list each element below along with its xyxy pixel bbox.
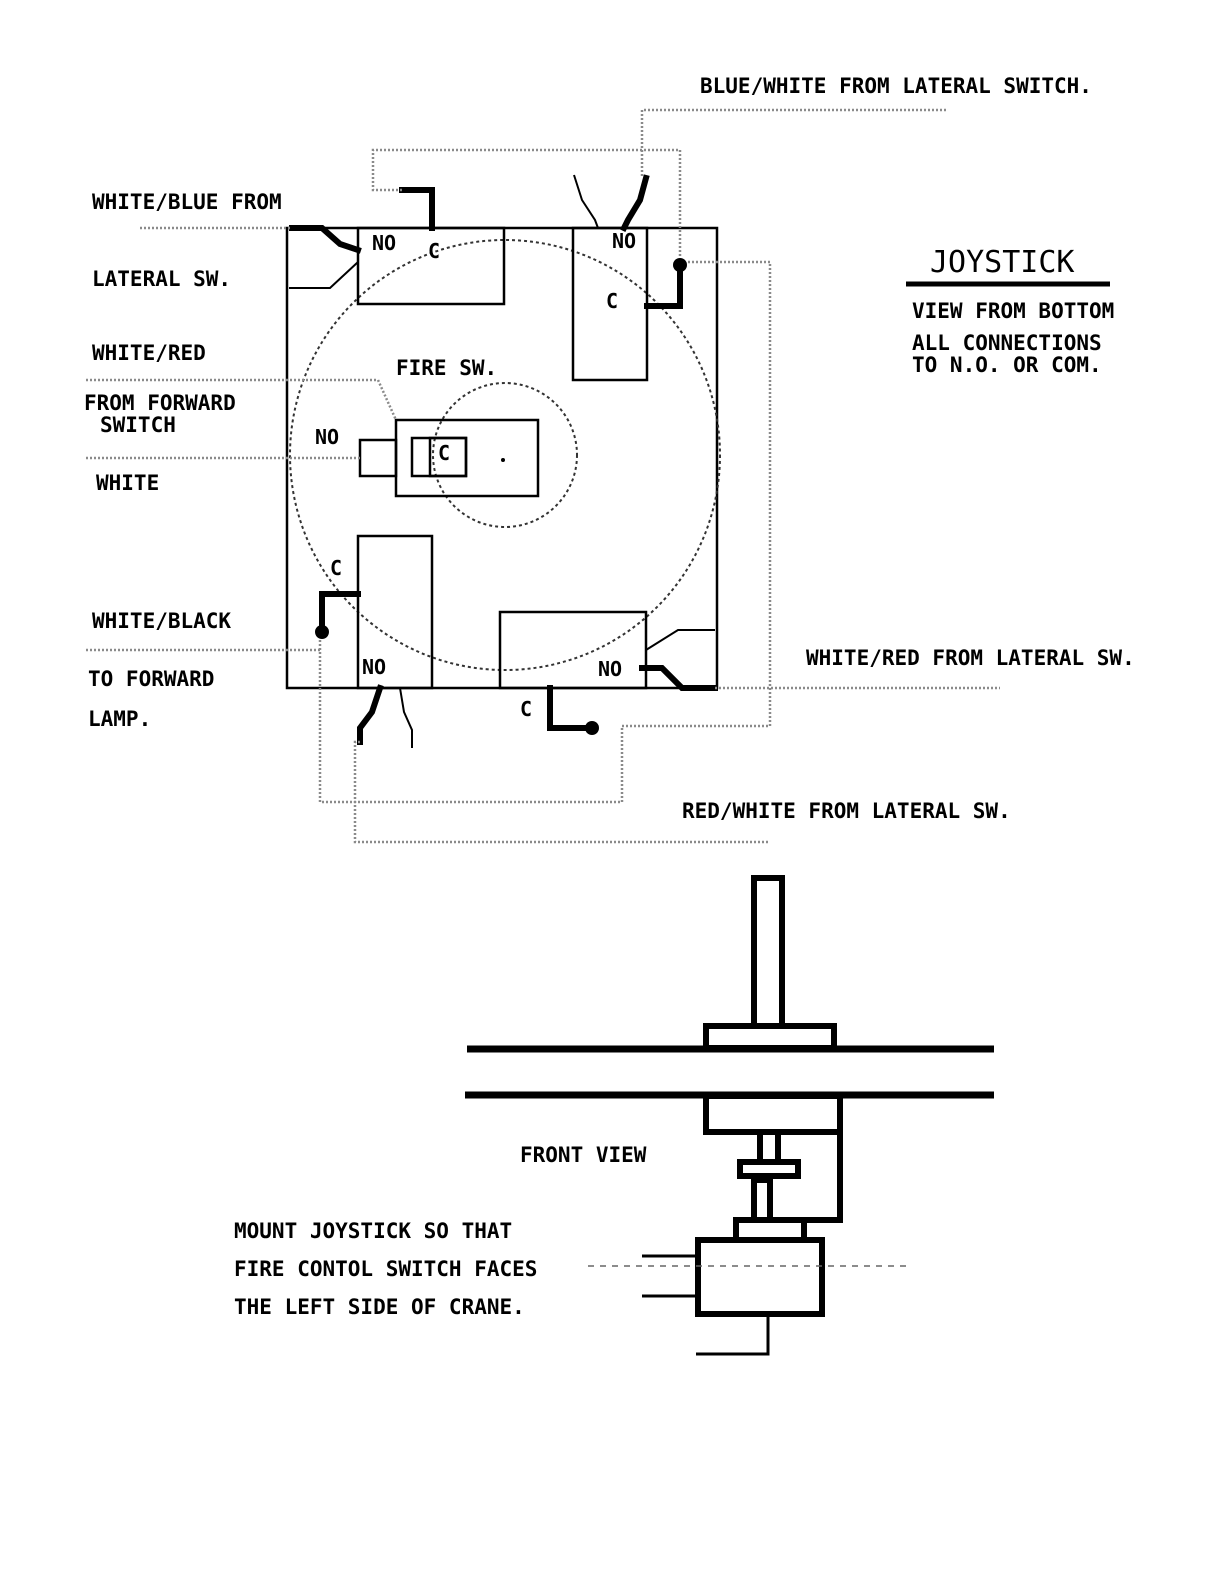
mount-note-2: FIRE CONTOL SWITCH FACES <box>234 1257 537 1281</box>
pin-c-fire: C <box>438 441 450 465</box>
mount-note-1: MOUNT JOYSTICK SO THAT <box>234 1219 512 1243</box>
label-white-blue-1: WHITE/BLUE FROM <box>92 190 282 214</box>
label-to-forward-2: LAMP. <box>88 707 151 731</box>
switch-top-left: NO C <box>289 187 506 306</box>
pin-no-bottom-left: NO <box>362 655 386 679</box>
stem-washer <box>737 1159 801 1179</box>
label-to-forward-1: TO FORWARD <box>88 667 214 691</box>
pin-no-top-right: NO <box>612 229 636 253</box>
stem-upper <box>757 1129 781 1165</box>
front-view: FRONT VIEW MOUNT JOYSTICK SO THAT FIRE C… <box>234 875 994 1356</box>
pin-c-bottom-right: C <box>520 697 532 721</box>
legend-title: JOYSTICK <box>930 245 1075 280</box>
fire-switch-circle <box>432 382 578 528</box>
label-fire-sw: FIRE SW. <box>396 356 497 380</box>
label-white-red-lateral: WHITE/RED FROM LATERAL SW. <box>806 646 1135 670</box>
fire-control-switch <box>695 1237 825 1317</box>
label-red-white-lateral: RED/WHITE FROM LATERAL SW. <box>682 799 1011 823</box>
label-white-red-3: SWITCH <box>100 413 176 437</box>
label-white-red-1: WHITE/RED <box>92 341 206 365</box>
joystick-base-circle <box>289 239 721 671</box>
upper-collar <box>703 1023 837 1051</box>
legend: JOYSTICK VIEW FROM BOTTOM ALL CONNECTION… <box>906 245 1114 377</box>
mount-note-3: THE LEFT SIDE OF CRANE. <box>234 1295 525 1319</box>
label-white-black: WHITE/BLACK <box>92 609 231 633</box>
pin-no-bottom-right: NO <box>598 657 622 681</box>
pin-no-top-left: NO <box>372 231 396 255</box>
lower-mount <box>703 1093 843 1135</box>
fire-switch: NO C <box>315 418 540 498</box>
label-white-red-2: FROM FORWARD <box>84 391 236 415</box>
pin-c-top-left: C <box>428 239 440 263</box>
switch-bottom-left: C NO <box>315 534 434 748</box>
label-white: WHITE <box>96 471 159 495</box>
legend-line-2: ALL CONNECTIONS <box>912 331 1102 355</box>
bottom-view: NO C NO C NO C <box>84 74 1135 844</box>
pin-c-bottom-left: C <box>330 556 342 580</box>
legend-line-1: VIEW FROM BOTTOM <box>912 299 1114 323</box>
joystick-shaft <box>751 875 785 1029</box>
legend-line-3: TO N.O. OR COM. <box>912 353 1102 377</box>
switch-bottom-right: NO C <box>498 610 718 735</box>
switch-top-right: NO C <box>571 174 687 382</box>
label-white-blue-2: LATERAL SW. <box>92 267 231 291</box>
pin-no-fire: NO <box>315 425 339 449</box>
front-view-caption: FRONT VIEW <box>520 1143 647 1167</box>
label-blue-white: BLUE/WHITE FROM LATERAL SWITCH. <box>700 74 1092 98</box>
stem-lower <box>751 1177 773 1223</box>
pin-c-top-right: C <box>606 289 618 313</box>
dotted-wires <box>86 108 1000 844</box>
